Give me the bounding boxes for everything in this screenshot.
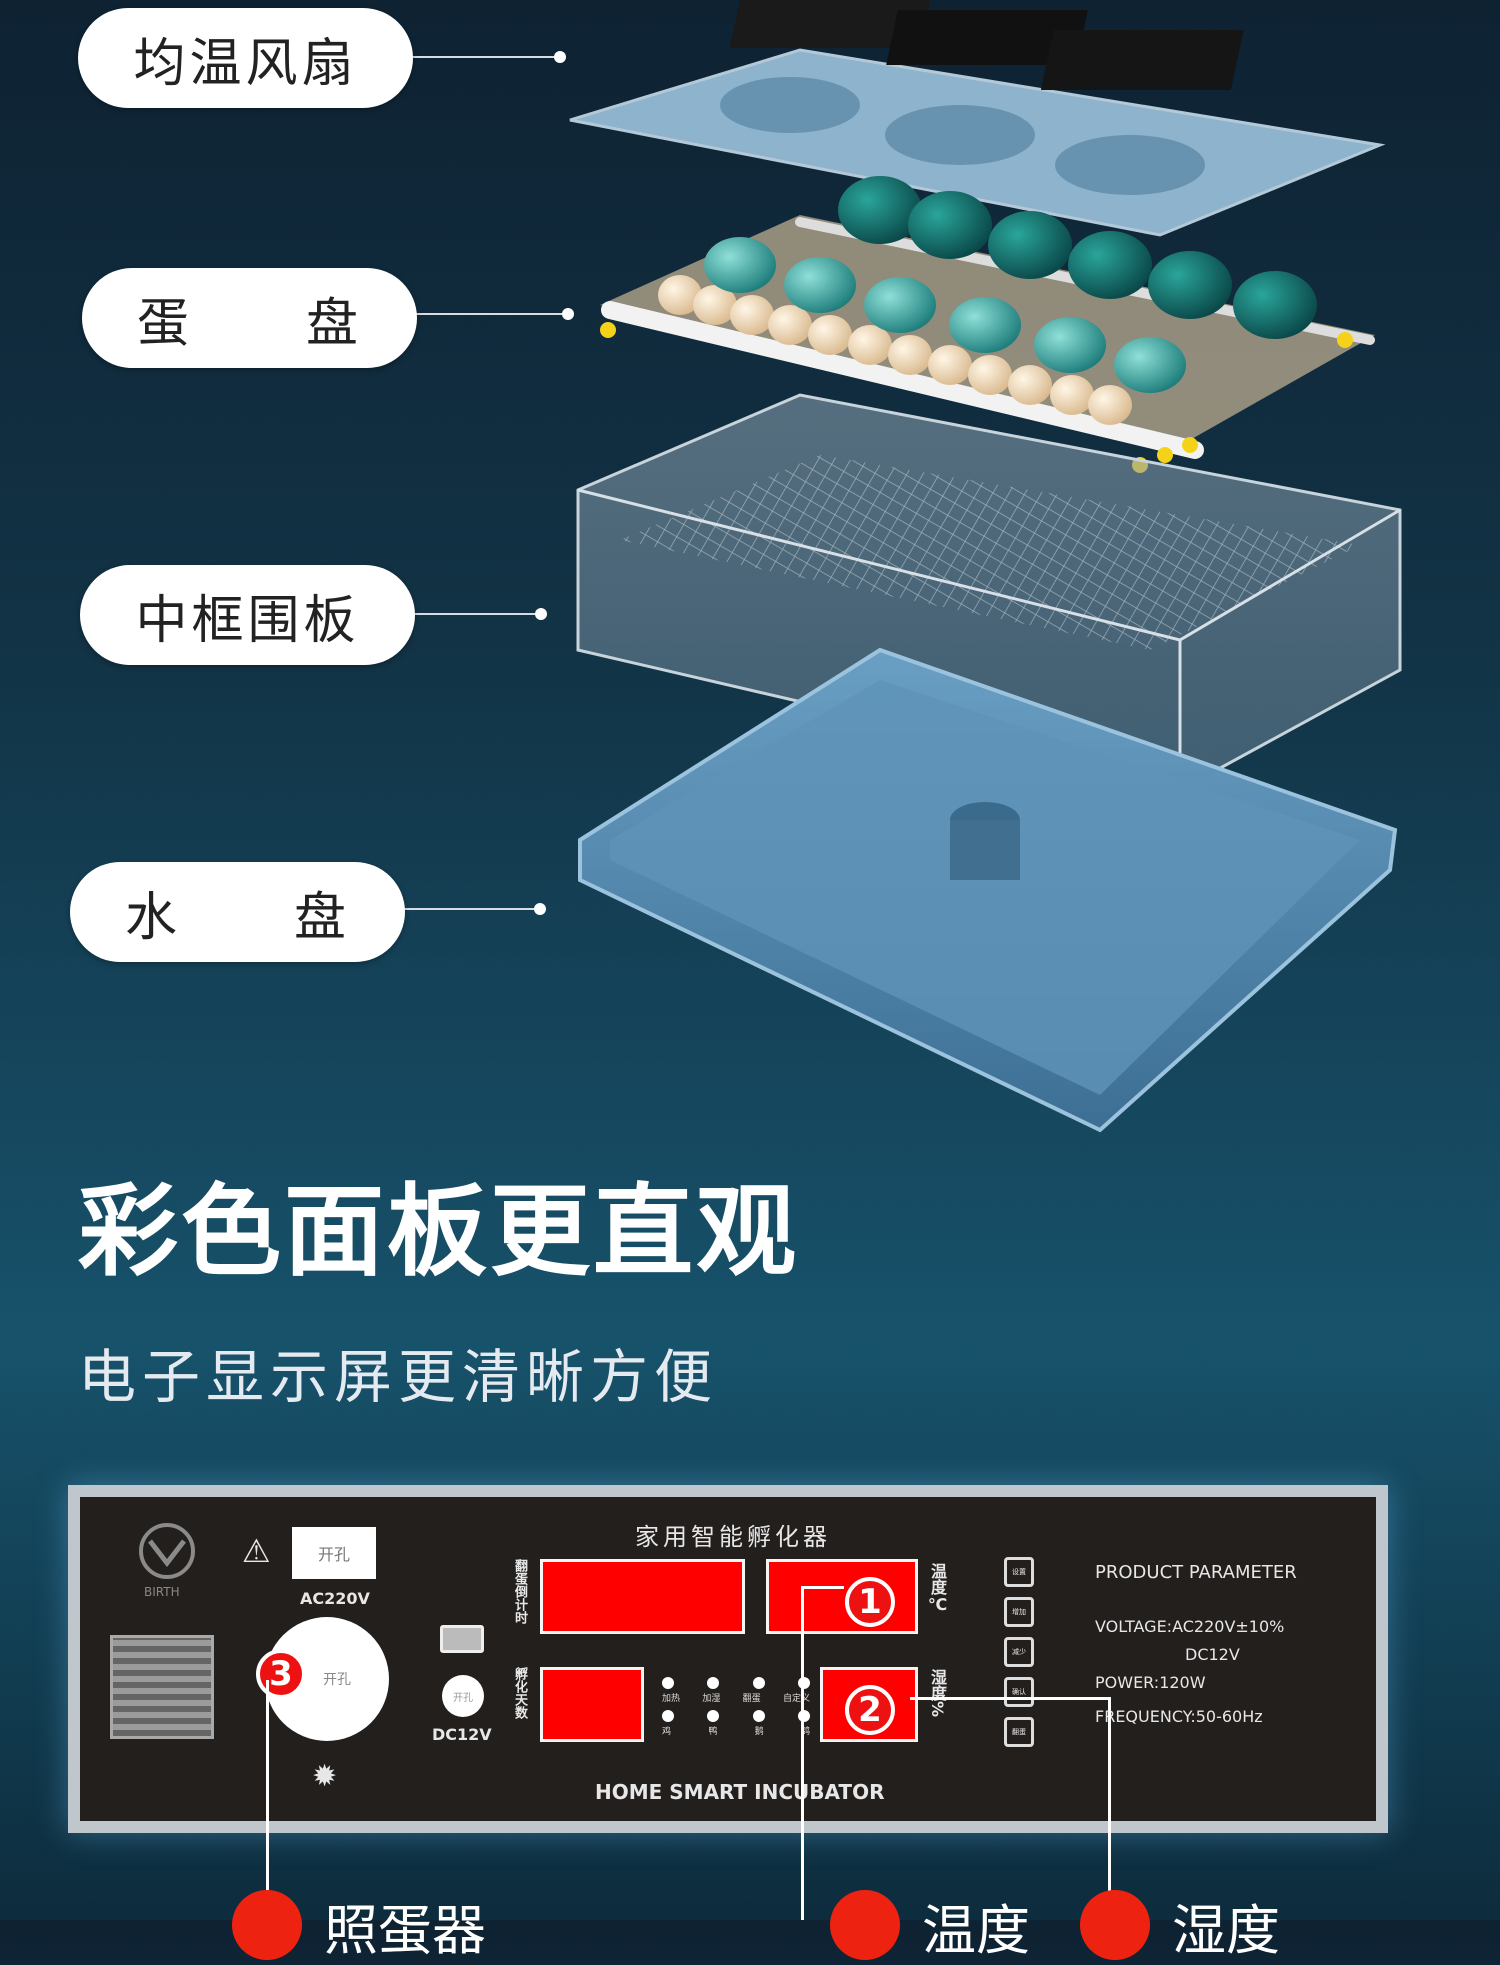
button-up-glyph: 增加 xyxy=(1012,1608,1026,1616)
battery-icon xyxy=(440,1625,484,1653)
indicator-dot xyxy=(752,1677,765,1689)
hum-side-label: 湿度% xyxy=(928,1669,947,1718)
middle-frame-leader-dot xyxy=(535,608,547,620)
indicator-grid: 加热 加湿 翻蛋 自定义 鸡 鸭 鹅 鸽 xyxy=(662,1677,810,1747)
panel-title: 家用智能孵化器 xyxy=(635,1523,831,1551)
label-water-tray: 水 盘 xyxy=(70,862,405,962)
indicator-label: 翻蛋 xyxy=(742,1694,761,1704)
panel-footer: HOME SMART INCUBATOR xyxy=(595,1780,885,1804)
water-tray xyxy=(578,647,1398,1133)
caption-humidity-bullet xyxy=(1080,1890,1150,1960)
light-icon: ✹ xyxy=(312,1759,338,1794)
warning-icon: ⚠ xyxy=(242,1532,271,1570)
control-panel: 家用智能孵化器 BIRTH ⚠ 开孔 AC220V 开孔 3 ✹ 开孔 DC12… xyxy=(68,1485,1388,1833)
indicator-label: 自定义 xyxy=(782,1694,810,1704)
water-tray-leader-line xyxy=(400,908,540,910)
countdown-label: 翻蛋倒计时 xyxy=(512,1559,527,1624)
fan-leader-line xyxy=(410,56,560,58)
label-fan-text: 均温风扇 xyxy=(133,33,358,94)
temp-side-label: 温度℃ xyxy=(928,1563,947,1614)
label-middle-frame: 中框围板 xyxy=(80,565,415,665)
brand-name: BIRTH xyxy=(144,1585,180,1599)
badge-2: 2 xyxy=(845,1685,895,1735)
days-label: 孵化天数 xyxy=(512,1667,527,1719)
button-turn[interactable]: 翻蛋 xyxy=(1004,1717,1034,1747)
button-set-glyph: 设置 xyxy=(1012,1568,1026,1576)
indicator-dot xyxy=(707,1710,720,1722)
indicator-dot xyxy=(662,1677,674,1689)
caption-candler-bullet xyxy=(232,1890,302,1960)
middle-frame-leader-line xyxy=(413,613,541,615)
callout-1-horizontal xyxy=(802,1586,844,1589)
button-turn-glyph: 翻蛋 xyxy=(1012,1728,1026,1736)
caption-candler: 照蛋器 xyxy=(232,1890,486,1962)
button-confirm-glyph: 确认 xyxy=(1012,1688,1026,1696)
dc-label: DC12V xyxy=(432,1725,492,1744)
subline: 电子显示屏更清晰方便 xyxy=(78,1343,719,1411)
label-egg-tray: 蛋 盘 xyxy=(82,268,417,368)
egg-tray-leader-line xyxy=(413,313,568,315)
caption-humidity-text: 湿度 xyxy=(1172,1898,1280,1962)
countdown-display xyxy=(540,1559,745,1634)
label-fan: 均温风扇 xyxy=(78,8,413,108)
knob-label: 开孔 xyxy=(323,1672,351,1688)
brand-logo xyxy=(139,1523,195,1579)
socket-label: 开孔 xyxy=(317,1545,350,1564)
param-title: PRODUCT PARAMETER xyxy=(1095,1562,1297,1583)
callout-3-vertical xyxy=(266,1680,269,1920)
indicator-dot xyxy=(662,1710,674,1722)
indicator-label: 鸽 xyxy=(800,1727,810,1737)
button-up[interactable]: 增加 xyxy=(1004,1597,1034,1627)
button-confirm[interactable]: 确认 xyxy=(1004,1677,1034,1707)
socket-label-box: 开孔 xyxy=(292,1527,376,1579)
indicator-dot xyxy=(707,1677,720,1689)
label-middle-frame-text: 中框围板 xyxy=(135,590,360,651)
callout-2-horizontal xyxy=(910,1697,1110,1700)
caption-temperature: 温度 xyxy=(830,1890,1030,1962)
incubator-exploded-illustration xyxy=(569,0,1402,1133)
indicator-dot xyxy=(752,1710,765,1722)
button-set[interactable]: 设置 xyxy=(1004,1557,1034,1587)
dc-knob[interactable]: 开孔 xyxy=(442,1675,484,1717)
label-egg-tray-char1: 蛋 xyxy=(137,293,194,354)
headline: 彩色面板更直观 xyxy=(78,1173,799,1290)
qr-code xyxy=(110,1635,214,1739)
label-water-tray-char1: 水 xyxy=(125,887,182,948)
caption-humidity: 湿度 xyxy=(1080,1890,1280,1962)
temperature-display xyxy=(766,1559,918,1634)
label-egg-tray-char2: 盘 xyxy=(305,293,362,354)
indicator-label: 鹅 xyxy=(754,1727,764,1737)
param-voltage: VOLTAGE:AC220V±10% xyxy=(1095,1617,1285,1636)
badge-1: 1 xyxy=(845,1577,895,1627)
dc-knob-label: 开孔 xyxy=(453,1692,473,1704)
indicator-label: 加热 xyxy=(662,1694,681,1704)
caption-candler-text: 照蛋器 xyxy=(324,1898,486,1962)
egg-tray-leader-dot xyxy=(562,308,574,320)
water-tray-leader-dot xyxy=(534,903,546,915)
ac-label: AC220V xyxy=(300,1589,370,1608)
fan-assembly xyxy=(569,0,1386,237)
days-display xyxy=(540,1667,644,1742)
fan-leader-dot xyxy=(554,51,566,63)
indicator-label: 鸭 xyxy=(708,1727,718,1737)
param-power: POWER:120W xyxy=(1095,1673,1206,1692)
label-water-tray-char2: 盘 xyxy=(293,887,350,948)
param-dc: DC12V xyxy=(1185,1645,1240,1664)
button-down[interactable]: 减少 xyxy=(1004,1637,1034,1667)
caption-temperature-text: 温度 xyxy=(922,1898,1030,1962)
middle-frame xyxy=(576,393,1402,792)
badge-3: 3 xyxy=(256,1649,306,1699)
indicator-label: 加湿 xyxy=(702,1694,721,1704)
param-frequency: FREQUENCY:50-60Hz xyxy=(1095,1707,1263,1726)
indicator-label: 鸡 xyxy=(662,1727,672,1737)
button-down-glyph: 减少 xyxy=(1012,1648,1026,1656)
callout-1-vertical xyxy=(801,1586,804,1920)
caption-temperature-bullet xyxy=(830,1890,900,1960)
callout-2-vertical xyxy=(1108,1697,1111,1920)
egg-tray-assembly xyxy=(600,176,1375,473)
